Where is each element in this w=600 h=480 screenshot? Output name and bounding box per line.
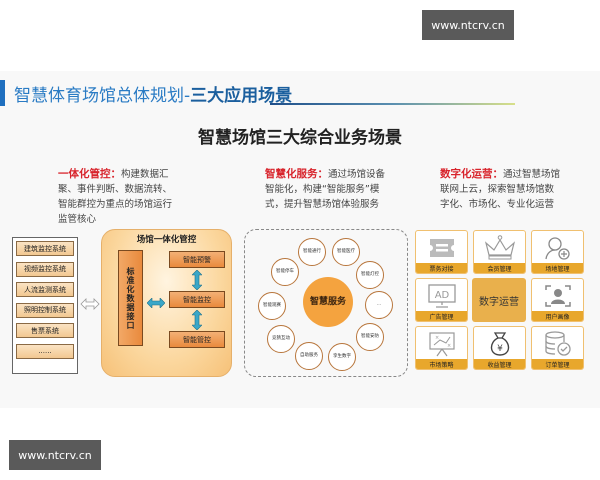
smart-service-center: 智慧服务 xyxy=(303,277,353,327)
desc-text: 通过智慧场馆联网上云，探索智慧场馆数字化、市场化、专业化运营 xyxy=(440,169,561,210)
watermark-top: www.ntcrv.cn xyxy=(422,10,514,40)
user-portrait-icon xyxy=(532,281,583,311)
system-item: 人流监测系统 xyxy=(16,282,74,297)
ops-cell-orders: 订单管理 xyxy=(531,326,584,370)
digital-ops-grid: 票务对接 会员管理 场地管理 AD 广告管理 数字运营 xyxy=(414,229,586,375)
service-node: 智能医疗 xyxy=(332,238,360,266)
system-item: 建筑监控系统 xyxy=(16,241,74,256)
title-bold: 三大应用场景 xyxy=(190,86,293,106)
ops-label: 场地管理 xyxy=(532,263,583,273)
money-bag-icon: ¥ xyxy=(474,329,525,359)
double-arrow-blue-icon xyxy=(146,293,166,309)
service-node: 自助服务 xyxy=(295,342,323,370)
slide-title: 智慧体育场馆总体规划-三大应用场景 xyxy=(14,81,292,106)
title-accent-bar xyxy=(0,80,5,106)
systems-panel: 建筑监控系统 视频监控系统 人流监测系统 照明控制系统 售票系统 ...... xyxy=(12,237,78,374)
slide-header: 智慧体育场馆总体规划-三大应用场景 xyxy=(0,79,600,109)
title-prefix: 智慧体育场馆总体规划- xyxy=(14,86,191,106)
integrated-control-box: 场馆一体化管控 标准化数据接口 智能预警 智能监控 智能管控 xyxy=(101,229,232,377)
crown-icon xyxy=(474,233,525,263)
description-digital-ops: 数字化运营：通过智慧场馆联网上云，探索智慧场馆数字化、市场化、专业化运营 xyxy=(440,167,560,212)
service-node: 孪生数字 xyxy=(328,343,356,371)
service-node: ... xyxy=(365,291,393,319)
ops-label: 广告管理 xyxy=(416,311,467,321)
smart-control-block: 智能管控 xyxy=(169,331,225,348)
ad-monitor-icon: AD xyxy=(416,281,467,311)
double-arrow-outline-icon xyxy=(80,298,100,310)
strategy-board-icon: ×× xyxy=(416,329,467,359)
svg-text:×: × xyxy=(435,335,439,341)
system-item: ...... xyxy=(16,343,74,359)
smart-warning-block: 智能预警 xyxy=(169,251,225,268)
ops-cell-ticketing: 票务对接 xyxy=(415,230,468,274)
system-item: 售票系统 xyxy=(16,323,74,338)
digital-ops-center: 数字运营 xyxy=(472,278,526,322)
desc-text: 构建数据汇聚、事件判断、数据流转、智能群控为重点的场馆运行监管核心 xyxy=(58,169,173,225)
user-add-icon xyxy=(532,233,583,263)
database-check-icon xyxy=(532,329,583,359)
service-node: 智能灯控 xyxy=(356,261,384,289)
slide: 智慧体育场馆总体规划-三大应用场景 智慧场馆三大综合业务场景 一体化管控：构建数… xyxy=(0,71,600,408)
standard-data-interface: 标准化数据接口 xyxy=(118,250,143,346)
ticket-icon xyxy=(416,233,467,263)
system-item: 照明控制系统 xyxy=(16,302,74,318)
system-item: 视频监控系统 xyxy=(16,261,74,277)
description-smart-service: 智慧化服务：通过场馆设备智能化，构建“智能服务”模式，提升智慧场馆体验服务 xyxy=(265,167,385,212)
service-node: 智能观赛 xyxy=(258,292,286,320)
ops-label: 收益管理 xyxy=(474,359,525,369)
smart-service-box: 智慧服务 智能通行 智能医疗 智能灯控 ... 智能安防 孪生数字 自助服务 竞… xyxy=(244,229,408,377)
desc-highlight: 一体化管控： xyxy=(58,168,121,180)
ops-cell-revenue: ¥ 收益管理 xyxy=(473,326,526,370)
svg-text:×: × xyxy=(447,343,451,349)
ops-label: 市场策略 xyxy=(416,359,467,369)
ops-label: 会员管理 xyxy=(474,263,525,273)
svg-text:AD: AD xyxy=(434,290,449,301)
double-arrow-vertical-icon xyxy=(191,269,203,291)
integrated-control-title: 场馆一体化管控 xyxy=(136,235,197,245)
ops-cell-user-portrait: 用户画像 xyxy=(531,278,584,322)
service-node: 竞猜互动 xyxy=(267,325,295,353)
ops-label: 票务对接 xyxy=(416,263,467,273)
double-arrow-vertical-icon xyxy=(191,309,203,331)
main-title: 智慧场馆三大综合业务场景 xyxy=(198,128,402,148)
smart-monitoring-block: 智能监控 xyxy=(169,291,225,308)
desc-highlight: 数字化运营： xyxy=(440,168,503,180)
desc-highlight: 智慧化服务： xyxy=(265,168,328,180)
ops-cell-membership: 会员管理 xyxy=(473,230,526,274)
title-divider xyxy=(270,103,515,105)
service-node: 智能停车 xyxy=(271,258,299,286)
ops-label: 用户画像 xyxy=(532,311,583,321)
ops-cell-strategy: ×× 市场策略 xyxy=(415,326,468,370)
watermark-bottom: www.ntcrv.cn xyxy=(9,440,101,470)
ops-cell-venue: 场地管理 xyxy=(531,230,584,274)
service-node: 智能通行 xyxy=(298,238,326,266)
ops-cell-ads: AD 广告管理 xyxy=(415,278,468,322)
ops-label: 订单管理 xyxy=(532,359,583,369)
service-node: 智能安防 xyxy=(356,323,384,351)
desc-text: 通过场馆设备智能化，构建“智能服务”模式，提升智慧场馆体验服务 xyxy=(265,169,386,210)
description-integrated-control: 一体化管控：构建数据汇聚、事件判断、数据流转、智能群控为重点的场馆运行监管核心 xyxy=(58,167,178,227)
svg-text:¥: ¥ xyxy=(497,344,503,354)
